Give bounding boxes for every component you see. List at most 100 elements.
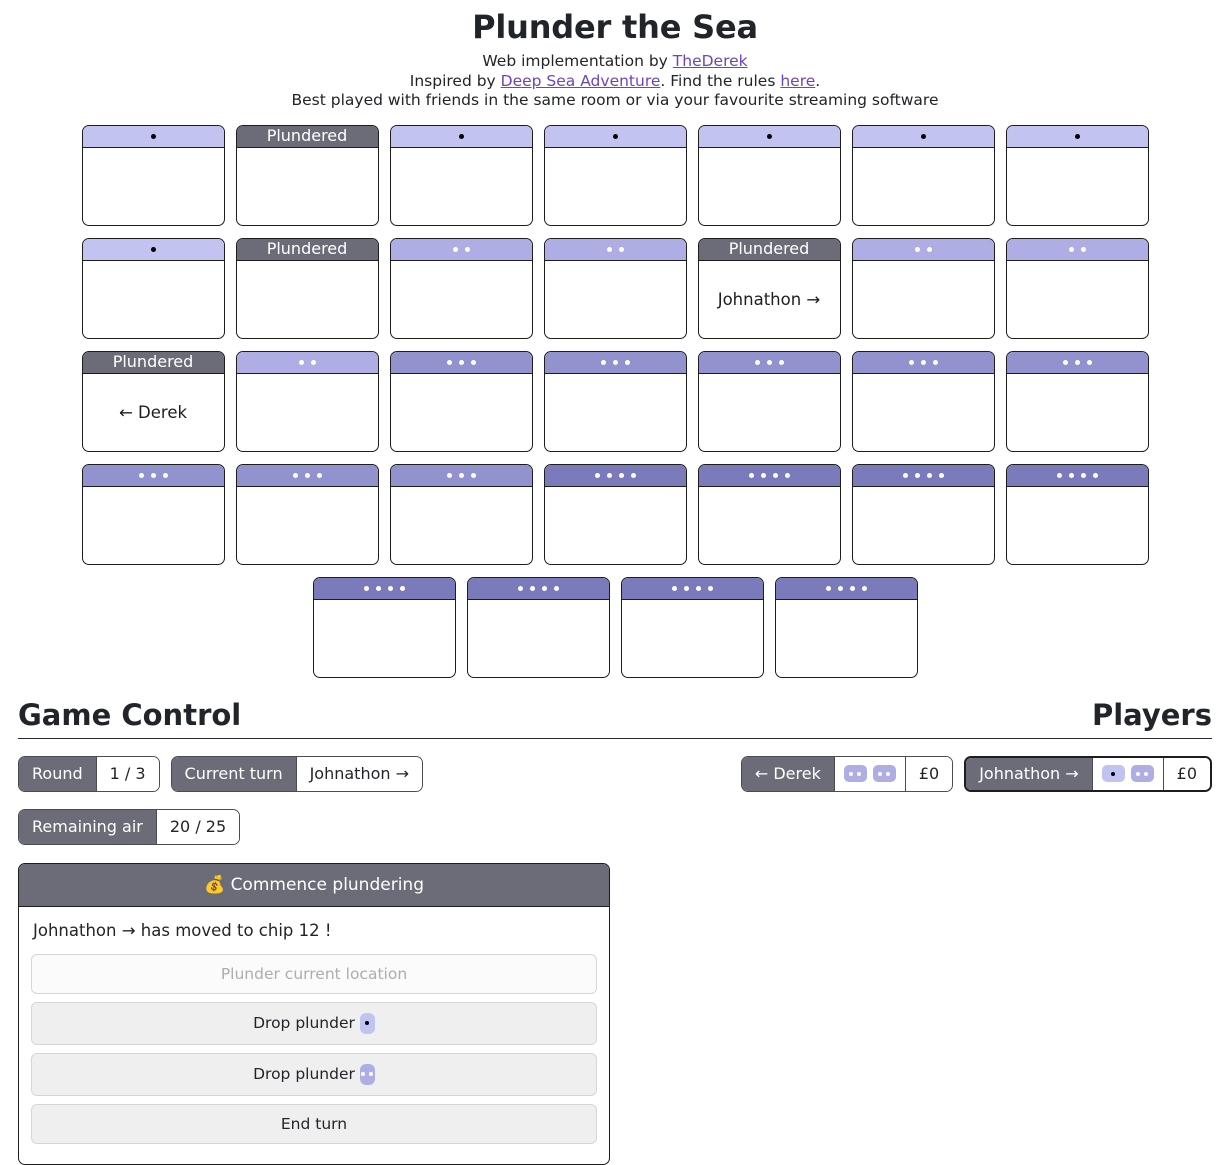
thederek-link[interactable]: TheDerek [672, 52, 748, 70]
chip-tile[interactable] [235, 350, 379, 452]
chip-body [1007, 487, 1148, 564]
chip-header: Plundered [82, 351, 224, 374]
chip-tile[interactable] [466, 576, 610, 678]
player-name: Johnathon → [966, 757, 1092, 790]
chip-body [314, 600, 455, 677]
chip-dot [849, 585, 855, 591]
chip-dot [849, 771, 854, 776]
chip-header [621, 577, 763, 600]
chip-tile[interactable] [1005, 463, 1149, 565]
chip-tile[interactable] [543, 463, 687, 565]
chip-dot [766, 359, 772, 365]
chip-header [1006, 238, 1148, 261]
chip-dot [920, 359, 926, 365]
chip-tile[interactable] [389, 350, 533, 452]
action-end-turn[interactable]: End turn [31, 1103, 597, 1144]
chip-dot [310, 359, 316, 365]
chip-dot [1080, 246, 1086, 252]
credits-line-1: Web implementation by TheDerek [0, 52, 1230, 72]
chip-tile[interactable] [851, 463, 995, 565]
chip-header [313, 577, 455, 600]
chip-dot [624, 359, 630, 365]
chip-dot [365, 1021, 370, 1025]
chip-tile[interactable] [543, 124, 687, 226]
chip-dot [606, 472, 612, 478]
chip-tile[interactable] [81, 237, 225, 339]
chip-tile[interactable] [81, 124, 225, 226]
chip-dot [926, 246, 932, 252]
chip-header [775, 577, 917, 600]
chip-tile[interactable] [543, 350, 687, 452]
chip-body [853, 148, 994, 225]
chip-header [390, 125, 532, 148]
chip-tile[interactable] [774, 576, 918, 678]
chip-tile[interactable] [389, 463, 533, 565]
current-turn-value: Johnathon → [295, 756, 423, 791]
chip-dot [446, 472, 452, 478]
action-drop-plunder-1[interactable]: Drop plunder [31, 1001, 597, 1045]
chip-tile-plundered[interactable]: Plundered [235, 124, 379, 226]
rules-suffix: . [815, 71, 821, 90]
money-bag-icon: 💰 [203, 874, 226, 895]
chip-dot [464, 246, 470, 252]
chip-tile-plundered[interactable]: Plundered [235, 237, 379, 339]
chip-body [853, 374, 994, 451]
chip-tile-plundered[interactable]: Plundered← Derek [81, 350, 225, 452]
chip-dot [857, 771, 862, 776]
rules-mid: . Find the rules [660, 71, 781, 90]
chip-dot [707, 585, 713, 591]
chip-dot [784, 472, 790, 478]
chip-dot [541, 585, 547, 591]
chip-tile[interactable] [620, 576, 764, 678]
chip-tile[interactable] [851, 237, 995, 339]
chip-dot [1074, 133, 1080, 139]
rules-here-link[interactable]: here [780, 71, 816, 90]
round-pill: Round 1 / 3 [18, 755, 160, 792]
chip-dot [612, 133, 618, 139]
plunder-card-title: Commence plundering [230, 874, 424, 895]
chip-dot [837, 585, 843, 591]
chip-tile[interactable] [697, 124, 841, 226]
chip-body [83, 261, 224, 338]
chip-tile[interactable] [81, 463, 225, 565]
chip-header [236, 351, 378, 374]
chip-header [1006, 464, 1148, 487]
chip-dot [470, 472, 476, 478]
chip-row: Plundered← Derek [0, 350, 1230, 452]
chip-tile[interactable] [1005, 237, 1149, 339]
chip-tile[interactable] [389, 237, 533, 339]
chip-tile[interactable] [851, 124, 995, 226]
chip-dot [612, 359, 618, 365]
chip-dot [938, 472, 944, 478]
chip-dot [920, 133, 926, 139]
chip-body [545, 487, 686, 564]
player-chips [833, 756, 905, 791]
chip-body [545, 261, 686, 338]
chip-body [391, 148, 532, 225]
chip-dot [1144, 771, 1149, 776]
chip-dot [361, 1072, 366, 1076]
chip-dot [150, 472, 156, 478]
action-drop-plunder-2[interactable]: Drop plunder [31, 1052, 597, 1096]
chip-header [390, 238, 532, 261]
chip-dot [399, 585, 405, 591]
chip-dot [446, 359, 452, 365]
chip-tile[interactable] [543, 237, 687, 339]
chip-body [391, 487, 532, 564]
chip-tile[interactable] [1005, 350, 1149, 452]
chip-dot [760, 472, 766, 478]
deep-sea-adventure-link[interactable]: Deep Sea Adventure [500, 71, 661, 90]
chip-dot [594, 472, 600, 478]
chip-tile[interactable] [697, 463, 841, 565]
plunder-chip-badge [359, 1012, 375, 1034]
chip-tile[interactable] [235, 463, 379, 565]
chip-tile[interactable] [851, 350, 995, 452]
chip-tile[interactable] [389, 124, 533, 226]
chip-dot [1080, 472, 1086, 478]
chip-tile[interactable] [1005, 124, 1149, 226]
chip-header [544, 351, 686, 374]
chip-tile[interactable] [697, 350, 841, 452]
chip-dot [470, 359, 476, 365]
chip-tile[interactable] [312, 576, 456, 678]
